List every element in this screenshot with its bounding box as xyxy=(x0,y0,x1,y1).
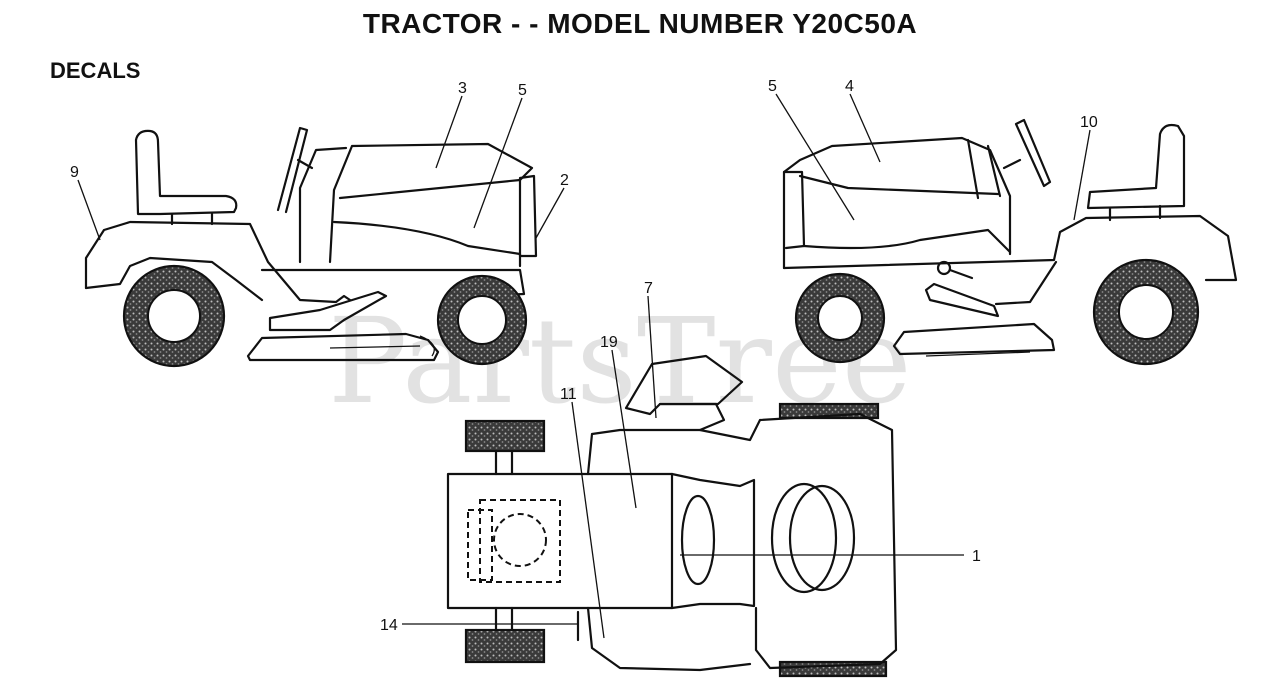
seat xyxy=(134,129,238,216)
front-tire-top-left xyxy=(464,419,546,453)
callout-10: 10 xyxy=(1080,114,1098,131)
seat-right xyxy=(1086,123,1186,210)
callout-5-left: 5 xyxy=(518,82,527,99)
front-tire-bottom-left xyxy=(464,628,546,664)
mower-deck-right xyxy=(892,322,1056,356)
callout-5-right: 5 xyxy=(768,78,777,95)
top-view xyxy=(446,354,898,678)
callout-labels: 3 5 2 9 5 4 10 7 19 11 1 14 xyxy=(70,78,1098,634)
section-title: DECALS xyxy=(50,58,141,83)
callout-1: 1 xyxy=(972,548,981,565)
page-title: TRACTOR - - MODEL NUMBER Y20C50A xyxy=(362,8,918,39)
callout-3: 3 xyxy=(458,80,467,97)
callout-7: 7 xyxy=(644,280,653,297)
right-side-view xyxy=(782,118,1238,366)
callout-2: 2 xyxy=(560,172,569,189)
callout-14: 14 xyxy=(380,617,398,634)
left-side-view xyxy=(84,126,538,368)
callout-9: 9 xyxy=(70,164,79,181)
callout-19: 19 xyxy=(600,334,618,351)
leader-lines xyxy=(77,93,1091,639)
callout-11: 11 xyxy=(560,386,577,403)
callout-4: 4 xyxy=(845,78,854,95)
